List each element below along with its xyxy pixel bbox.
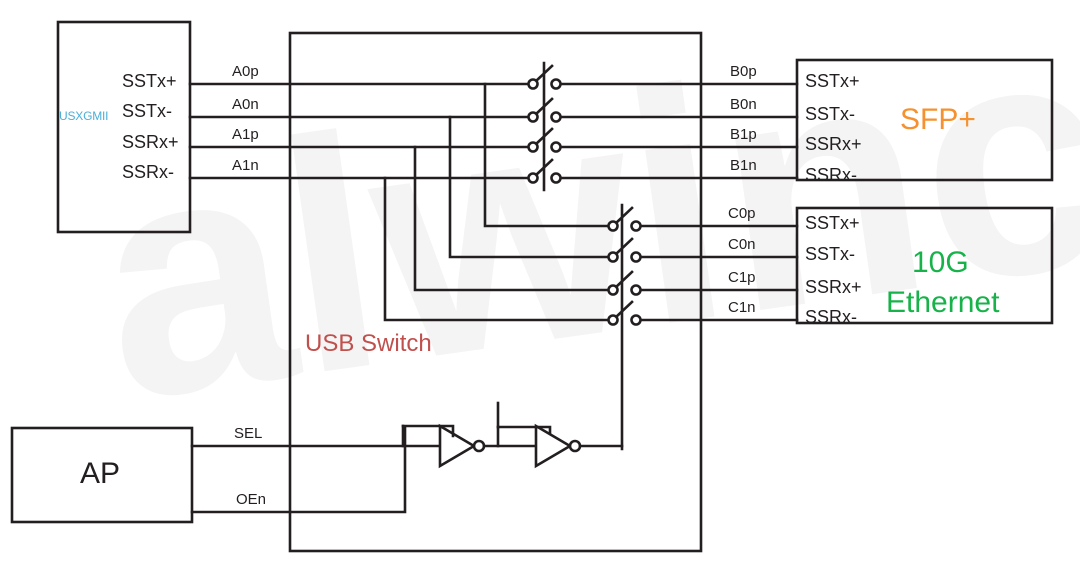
wire-oen [190, 425, 407, 514]
net-label-oen: OEn [236, 491, 267, 508]
switch-c1p-blade [613, 270, 634, 290]
branch-a1p-to-c1p [413, 145, 615, 292]
net-label-c1n: C1n [728, 299, 756, 316]
switch-b1p-left-terminal [527, 141, 539, 153]
net-label-a0n: A0n [232, 96, 259, 113]
branch-a1n-to-c1n [383, 176, 615, 322]
ap-block-outline [10, 426, 194, 524]
switch-b1n-right-terminal [550, 172, 562, 184]
net-label-b1p: B1p [730, 126, 757, 143]
usxgmii-tag: USXGMII [59, 109, 109, 123]
inverter-1-bubble [472, 439, 486, 453]
branch-a0p-to-c0p [483, 82, 615, 228]
ethernet-pin-ssrx-plus: SSRx+ [805, 277, 862, 297]
usxgmii-block-outline [56, 20, 192, 234]
sfp-pin-ssrx-plus: SSRx+ [805, 134, 862, 154]
net-label-c0p: C0p [728, 205, 756, 222]
net-label-b0p: B0p [730, 63, 757, 80]
switch-c0n-right-terminal [630, 251, 642, 263]
switch-c1n-blade [613, 300, 634, 320]
sfp-pin-ssrx-minus: SSRx- [805, 165, 858, 185]
sfp-block-outline [795, 58, 1054, 182]
net-label-b0n: B0n [730, 96, 757, 113]
switch-c0p-left-terminal [607, 220, 619, 232]
ethernet-pin-ssrx-minus: SSRx- [805, 307, 858, 327]
usxgmii-pin-ssrx-plus: SSRx+ [122, 132, 179, 152]
switch-c0p-right-terminal [630, 220, 642, 232]
sfp-title: SFP+ [900, 103, 976, 136]
switch-c0p-blade [613, 206, 634, 226]
net-label-a0p: A0p [232, 63, 259, 80]
switch-b1p-right-terminal [550, 141, 562, 153]
ap-title: AP [80, 457, 121, 490]
net-label-a1p: A1p [232, 126, 259, 143]
sfp-pin-sstx-minus: SSTx- [805, 104, 856, 124]
switch-b1n-left-terminal [527, 172, 539, 184]
ethernet-pin-sstx-minus: SSTx- [805, 244, 856, 264]
inverter-1-enable-top [401, 424, 455, 438]
usb-switch-block-outline [288, 31, 703, 553]
net-label-b1n: B1n [730, 157, 757, 174]
inverter-2-bubble [568, 439, 582, 453]
ethernet-title-line2: Ethernet [886, 286, 1000, 319]
switch-c1p-right-terminal [630, 284, 642, 296]
inverter-1-body [438, 423, 477, 469]
net-label-c1p: C1p [728, 269, 756, 286]
switch-c1p-left-terminal [607, 284, 619, 296]
switch-b0n-left-terminal [527, 111, 539, 123]
net-label-c0n: C0n [728, 236, 756, 253]
inverter-2-body [534, 423, 573, 469]
switch-c1n-left-terminal [607, 314, 619, 326]
usxgmii-pin-ssrx-minus: SSRx- [122, 162, 175, 182]
switch-b0p-left-terminal [527, 78, 539, 90]
ethernet-block-outline [795, 206, 1054, 325]
switch-b0p-right-terminal [550, 78, 562, 90]
sfp-pin-sstx-plus: SSTx+ [805, 71, 860, 91]
switch-b0n-right-terminal [550, 111, 562, 123]
usb-switch-label: USB Switch [305, 330, 432, 357]
switch-c0n-blade [613, 237, 634, 257]
net-label-sel: SEL [234, 425, 263, 442]
usxgmii-pin-sstx-plus: SSTx+ [122, 71, 177, 91]
switch-c1n-right-terminal [630, 314, 642, 326]
branch-a0n-to-c0n [448, 115, 615, 259]
switch-c0n-left-terminal [607, 251, 619, 263]
usxgmii-pin-sstx-minus: SSTx- [122, 101, 173, 121]
ethernet-title-line1: 10G [912, 246, 969, 279]
net-label-a1n: A1n [232, 157, 259, 174]
ethernet-pin-sstx-plus: SSTx+ [805, 213, 860, 233]
